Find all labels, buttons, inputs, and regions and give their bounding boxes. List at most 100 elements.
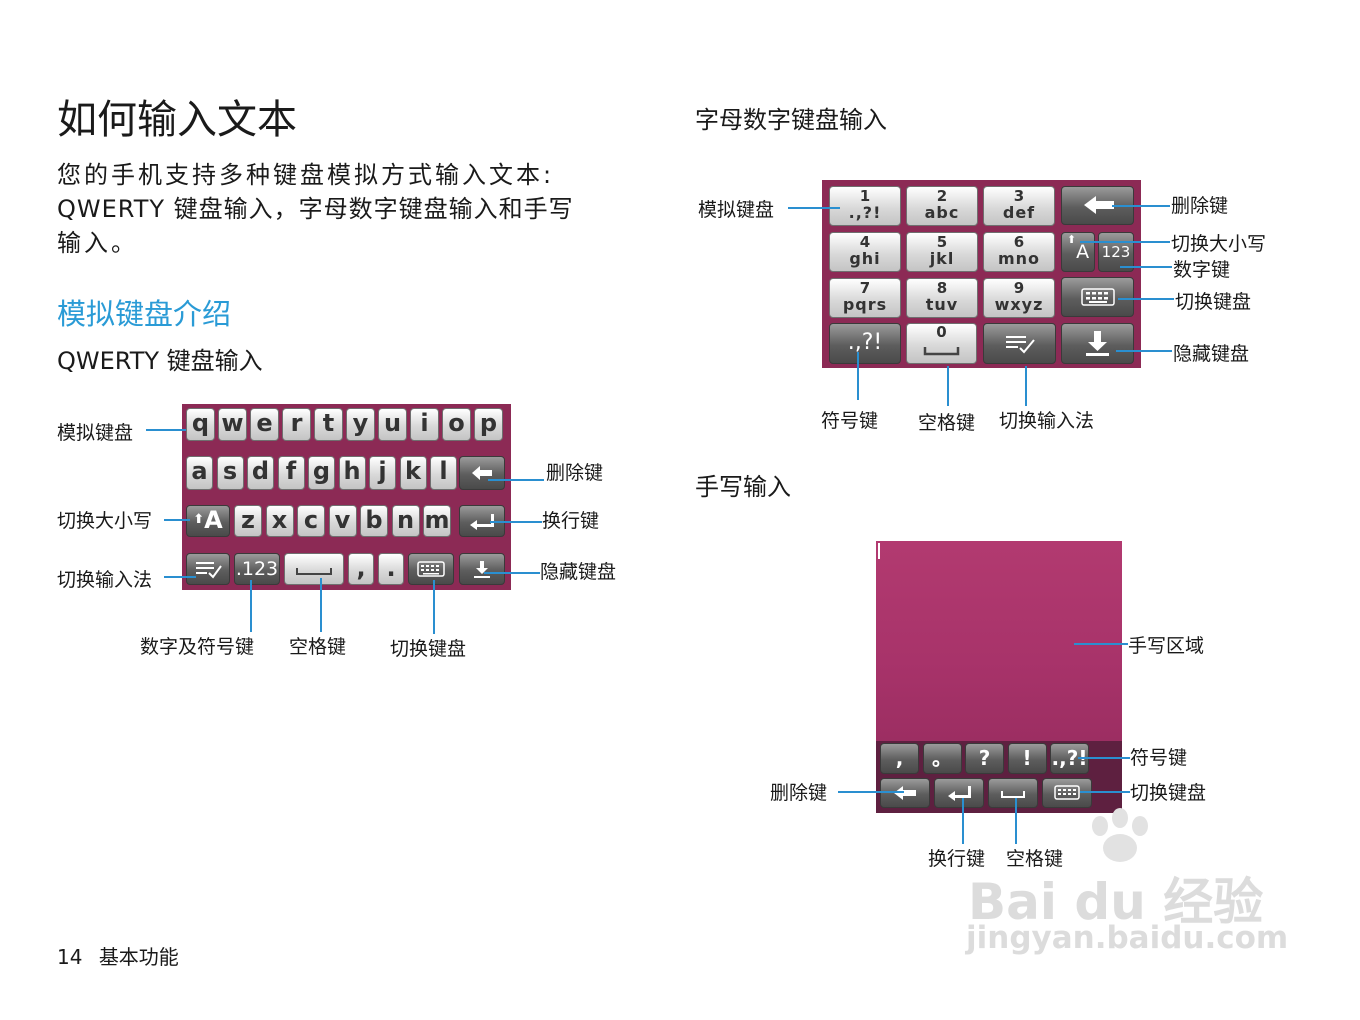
intro-paragraph: 您的手机支持多种键盘模拟方式输入文本: QWERTY 键盘输入，字母数字键盘输入… (57, 158, 639, 260)
qwerty-key-b[interactable]: b (360, 505, 388, 537)
space-bar-icon (296, 568, 332, 575)
space-bar-icon (923, 347, 960, 356)
qwerty-key-q[interactable]: q (186, 408, 215, 441)
handwriting-enter-key[interactable] (934, 778, 984, 808)
handwriting-delete-key[interactable] (880, 778, 930, 808)
handwriting-symbol-key[interactable]: ? (965, 743, 1004, 774)
leader-line (947, 366, 949, 406)
alnum-label-hide: 隐藏键盘 (1173, 343, 1250, 365)
alnum-label-shift: 切换大小写 (1171, 233, 1267, 255)
handwriting-label-enter: 换行键 (928, 848, 986, 870)
alnum-key-letters: def (1002, 203, 1036, 222)
enter-arrow-icon (948, 786, 971, 801)
qwerty-key-d[interactable]: d (247, 456, 274, 490)
leader-line (164, 519, 190, 521)
leader-line (164, 576, 196, 578)
handwriting-label-delete: 删除键 (770, 782, 828, 804)
qwerty-key-r[interactable]: r (282, 408, 311, 441)
alnum-key-letters: jkl (929, 249, 955, 268)
handwriting-symbol-key[interactable]: ! (1007, 743, 1047, 774)
alnum-key-letters: wxyz (994, 295, 1044, 314)
qwerty-key-f[interactable]: f (277, 456, 305, 490)
qwerty-key-g[interactable]: g (308, 456, 335, 490)
handwriting-area[interactable] (876, 541, 1122, 741)
leader-line (433, 580, 435, 634)
handwriting-label-switch-keyboard: 切换键盘 (1130, 782, 1207, 804)
alnum-space-key[interactable]: 0 (906, 323, 977, 364)
qwerty-key-y[interactable]: y (346, 408, 375, 441)
qwerty-key-x[interactable]: x (265, 505, 294, 537)
qwerty-key-i[interactable]: i (410, 408, 439, 441)
qwerty-label-shift: 切换大小写 (57, 510, 153, 532)
handwriting-label-area: 手写区域 (1128, 635, 1205, 657)
alnum-key-letters: abc (924, 203, 960, 222)
alnum-key-number: 1 (859, 187, 871, 205)
qwerty-key-h[interactable]: h (338, 456, 366, 490)
input-method-icon (196, 562, 222, 579)
alnum-shift-key[interactable]: ⬆A (1061, 232, 1095, 272)
qwerty-key-c[interactable]: c (297, 505, 325, 537)
alnum-number-key[interactable]: 123 (1098, 232, 1134, 272)
qwerty-shift-key[interactable]: ⬆A (186, 505, 230, 537)
qwerty-label-switch-keyboard: 切换键盘 (390, 638, 467, 660)
qwerty-key-s[interactable]: s (216, 456, 244, 490)
qwerty-key-l[interactable]: l (430, 456, 457, 490)
alnum-switch-input-key[interactable] (983, 323, 1056, 364)
alnum-switch-keyboard-key[interactable] (1061, 277, 1134, 317)
footer-section: 基本功能 (98, 945, 179, 969)
qwerty-delete-key[interactable] (459, 456, 505, 490)
leader-line (1015, 798, 1017, 844)
qwerty-switch-keyboard-key[interactable] (408, 553, 454, 585)
qwerty-number-symbol-key[interactable]: .123 (234, 553, 280, 585)
leader-line (1118, 298, 1174, 300)
qwerty-key-m[interactable]: m (423, 505, 451, 537)
alnum-key-letters: mno (997, 249, 1041, 268)
page-number: 14 (57, 945, 83, 969)
qwerty-hide-key[interactable] (459, 553, 505, 585)
qwerty-comma-key[interactable]: , (348, 553, 374, 585)
handwriting-symbol-key[interactable]: , (880, 743, 919, 774)
alnum-key-number: 2 (936, 187, 948, 205)
alnum-label-switch-input: 切换输入法 (999, 410, 1095, 432)
qwerty-key-k[interactable]: k (399, 456, 427, 490)
qwerty-key-u[interactable]: u (378, 408, 407, 441)
qwerty-key-j[interactable]: j (369, 456, 396, 490)
qwerty-key-p[interactable]: p (474, 408, 503, 441)
qwerty-switch-input-key[interactable] (186, 553, 230, 585)
qwerty-space-key[interactable] (284, 553, 344, 585)
alnum-heading: 字母数字键盘输入 (695, 106, 887, 134)
backspace-arrow-icon (894, 786, 916, 800)
qwerty-key-t[interactable]: t (314, 408, 343, 441)
handwriting-switch-keyboard-key[interactable] (1042, 778, 1092, 808)
alnum-label-number: 数字键 (1173, 259, 1231, 281)
qwerty-key-z[interactable]: z (234, 505, 262, 537)
qwerty-key-a[interactable]: a (186, 456, 213, 490)
alnum-key-1[interactable]: 1.,?! (829, 186, 901, 226)
qwerty-key-e[interactable]: e (250, 408, 279, 441)
handwriting-space-key[interactable] (988, 778, 1038, 808)
handwriting-symbol-key[interactable]: 。 (922, 743, 962, 774)
qwerty-key-w[interactable]: w (218, 408, 247, 441)
alnum-hide-key[interactable] (1061, 323, 1134, 364)
handwriting-panel: ,。?!.,?! (876, 541, 1122, 813)
qwerty-enter-key[interactable] (459, 505, 505, 537)
qwerty-key-v[interactable]: v (328, 505, 357, 537)
handwriting-heading: 手写输入 (695, 473, 791, 501)
qwerty-period-key[interactable]: . (378, 553, 404, 585)
page-footer: 14 基本功能 (57, 941, 179, 970)
alnum-symbol-key[interactable]: .,?! (829, 323, 901, 364)
qwerty-key-o[interactable]: o (442, 408, 471, 441)
leader-line (1025, 366, 1027, 406)
leader-line (1078, 757, 1130, 759)
leader-line (1080, 241, 1170, 243)
qwerty-key-n[interactable]: n (391, 505, 420, 537)
